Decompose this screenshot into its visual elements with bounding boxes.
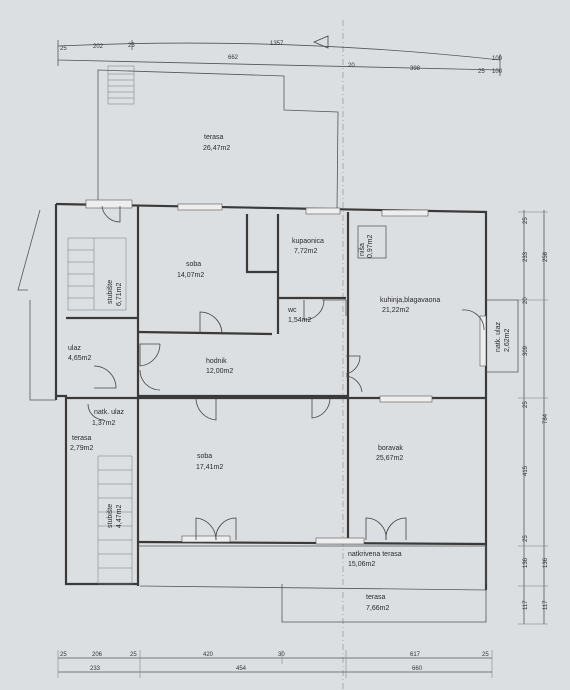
terrace-steps [107, 65, 135, 105]
room-labels: terasa 26,47m2 soba 14,07m2 kupaonica 7,… [68, 134, 511, 612]
top-dimensions: 25 202 25 1357 662 20 398 25 100 100 [57, 35, 503, 76]
dim-top-1357: 1357 [270, 41, 284, 47]
dim-right-20: 20 [523, 297, 529, 304]
dim-right-136-a: 136 [523, 557, 529, 568]
room-area-terasa-top: 26,47m2 [203, 145, 230, 152]
dim-bottom-454: 454 [236, 666, 247, 672]
dim-top-100-a: 100 [492, 56, 503, 62]
room-name-boravak: boravak [378, 445, 403, 452]
room-area-wc: 1,54m2 [288, 317, 311, 324]
room-area-terasa-bottom: 7,66m2 [366, 605, 389, 612]
room-name-natkrivena-terasa: natkrivena terasa [348, 551, 402, 558]
room-name-ulaz: ulaz [68, 345, 81, 352]
dim-bottom-420: 420 [203, 652, 214, 658]
room-area-natk-ulaz: 1,37m2 [92, 420, 115, 427]
dim-bottom-233: 233 [90, 666, 101, 672]
dim-top-202: 202 [93, 44, 104, 50]
room-name-kuhinja: kuhinja,blagavaona [380, 297, 440, 304]
dim-bottom-25-a: 25 [60, 652, 67, 658]
room-area-boravak: 25,67m2 [376, 455, 403, 462]
room-name-hodnik: hodnik [206, 358, 227, 365]
doors [87, 205, 485, 541]
dim-right-784: 784 [543, 413, 549, 424]
room-name-wc: wc [287, 307, 297, 314]
room-area-kuhinja: 21,22m2 [382, 307, 409, 314]
room-name-soba-1: soba [186, 261, 201, 268]
room-name-natk-ulaz: natk. ulaz [94, 409, 124, 416]
dim-right-25-c: 25 [523, 535, 529, 542]
dim-top-25-b: 25 [128, 43, 135, 49]
dim-bottom-25-b: 25 [130, 652, 137, 658]
dim-top-398: 398 [410, 66, 421, 72]
room-name-kupaonica: kupaonica [292, 238, 324, 245]
stairs-lower [97, 455, 133, 585]
room-area-hodnik: 12,00m2 [206, 368, 233, 375]
bottom-dimensions: 25 206 25 420 30 617 25 233 454 660 [57, 650, 493, 678]
dim-right-415: 415 [523, 465, 529, 476]
room-area-natk-ulaz-side: 2,62m2 [504, 329, 511, 352]
stairs-upper [67, 237, 127, 311]
room-area-nisa: 0,97m2 [367, 235, 374, 258]
dim-right-233: 233 [523, 251, 529, 262]
dim-bottom-30: 30 [278, 652, 285, 658]
dim-top-25-a: 25 [60, 46, 67, 52]
room-area-ulaz: 4,65m2 [68, 355, 91, 362]
dim-top-20: 20 [348, 63, 355, 69]
room-area-terasa-left: 2,79m2 [70, 445, 93, 452]
room-area-kupaonica: 7,72m2 [294, 248, 317, 255]
right-dimensions: 25 233 20 309 25 415 25 136 117 258 784 … [518, 210, 549, 625]
dim-right-25-b: 25 [523, 401, 529, 408]
dim-right-258: 258 [543, 251, 549, 262]
room-area-natkrivena-terasa: 15,06m2 [348, 561, 375, 568]
room-area-stubiste-1: 6,71m2 [116, 283, 123, 306]
dim-right-136-b: 136 [543, 557, 549, 568]
room-name-stubiste-1: stubište [107, 280, 114, 304]
dim-right-25-a: 25 [523, 217, 529, 224]
dim-bottom-660: 660 [412, 666, 423, 672]
room-name-stubiste-2: stubište [107, 504, 114, 528]
dim-bottom-25-c: 25 [482, 652, 489, 658]
room-name-nisa: niša [359, 243, 366, 256]
room-name-terasa-left: terasa [72, 435, 92, 442]
dim-right-117-a: 117 [523, 600, 529, 610]
dim-right-309: 309 [523, 345, 529, 356]
room-name-natk-ulaz-side: natk. ulaz [495, 322, 502, 352]
north-arrow-icon [312, 35, 329, 49]
dim-top-25-c: 25 [478, 69, 485, 75]
room-name-soba-2: soba [197, 453, 212, 460]
room-area-stubiste-2: 4,47m2 [116, 505, 123, 528]
room-area-soba-2: 17,41m2 [196, 464, 223, 471]
dim-right-117-b: 117 [543, 600, 549, 610]
dim-top-662: 662 [228, 55, 239, 61]
room-name-terasa-top: terasa [204, 134, 224, 141]
room-area-soba-1: 14,07m2 [177, 272, 204, 279]
windows [85, 199, 487, 545]
dim-bottom-617: 617 [410, 652, 421, 658]
room-name-terasa-bottom: terasa [366, 594, 386, 601]
dim-bottom-206: 206 [92, 652, 103, 658]
dim-top-100-b: 100 [492, 69, 503, 75]
